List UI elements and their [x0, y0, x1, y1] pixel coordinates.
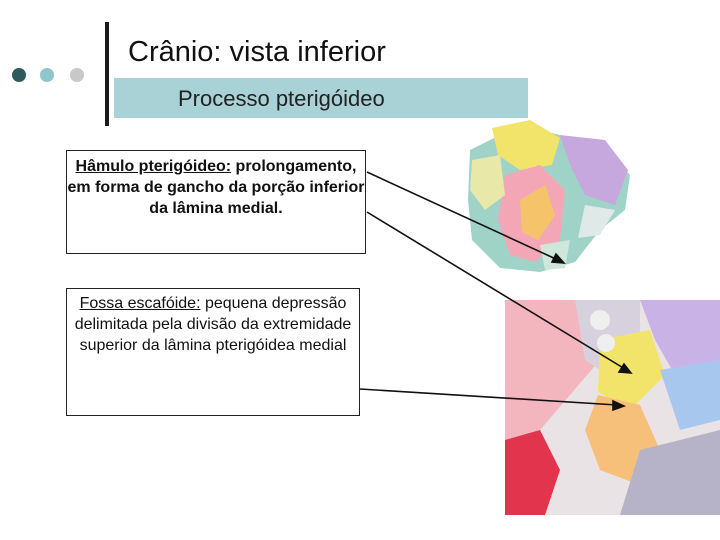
subtitle-text: Processo pterigóideo	[178, 86, 385, 111]
slide-title: Crânio: vista inferior	[128, 36, 386, 68]
annotation-hamulo: Hâmulo pterigóideo: prolongamento, em fo…	[66, 150, 366, 254]
title-divider	[105, 22, 109, 126]
bullet-dot-gray	[70, 68, 84, 82]
definition-hamulo: prolongamento, em forma de gancho da por…	[67, 158, 365, 217]
term-fossa: Fossa escafóide:	[79, 295, 201, 312]
leader-arrows	[359, 171, 633, 412]
term-hamulo: Hâmulo pterigóideo:	[75, 158, 232, 175]
bullet-dot-dark	[12, 68, 26, 82]
annotation-fossa: Fossa escafóide: pequena depressão delim…	[66, 288, 360, 416]
definition-fossa: pequena depressão delimitada pela divisã…	[74, 295, 352, 354]
skull-lateral-illustration	[468, 120, 630, 272]
bullet-dot-light	[40, 68, 54, 82]
subtitle-banner: Processo pterigóideo	[114, 78, 528, 118]
